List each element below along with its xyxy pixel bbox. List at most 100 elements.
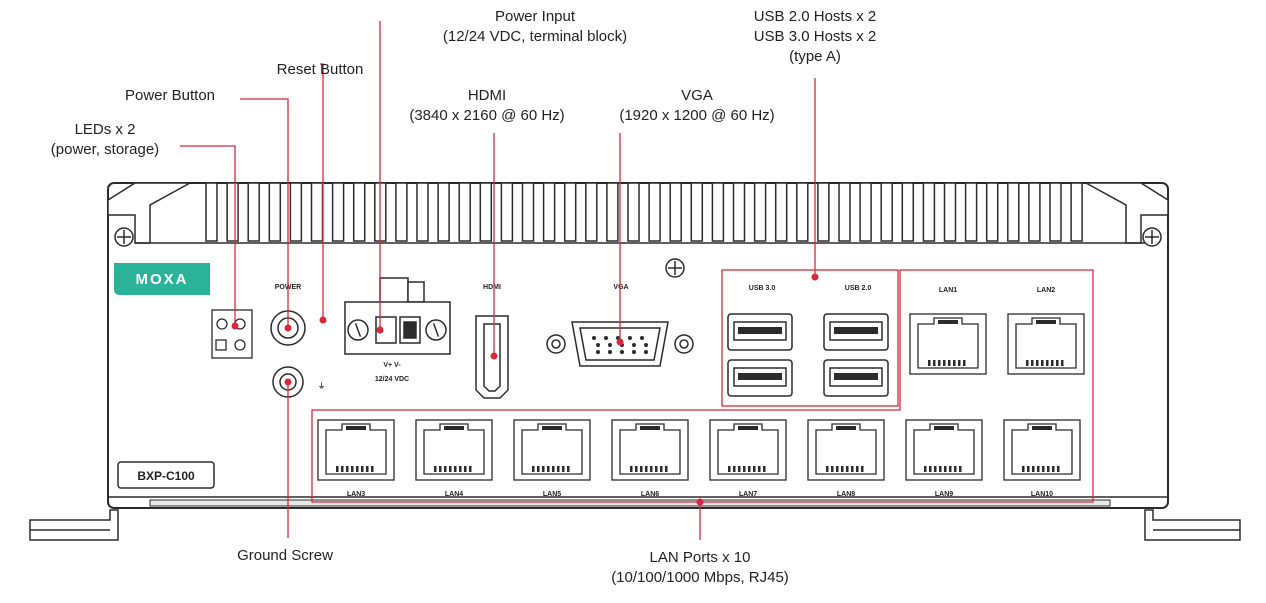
heatsink-fin [416,182,429,242]
heatsink-fin [247,182,260,242]
lan-port-4[interactable] [415,419,493,481]
usb20-label: USB 2.0 [845,285,872,292]
leds [211,309,253,359]
lan-port-5[interactable] [513,419,591,481]
lan-label: LAN3 [347,491,365,498]
heatsink-fin [690,182,704,242]
heatsink-fin [479,182,493,242]
vga-pin [604,336,608,340]
power-input-label-line1: Power Input [494,8,576,25]
terminal-voltage: 12/24 VDC [375,376,409,383]
power-terminal-block [344,277,451,355]
callout-hdmi: HDMI (3840 x 2160 @ 60 Hz) [382,86,592,126]
vga-pin [628,336,632,340]
lan-label: LAN7 [739,491,757,498]
callout-ground-screw: Ground Screw [210,546,360,566]
lan-port-10[interactable] [1003,419,1081,481]
lan-port-1[interactable] [909,313,987,375]
heatsink-fin [1070,182,1083,242]
vga-pin [640,336,644,340]
callout-dots [231,273,819,506]
heatsink-fin [985,182,999,242]
lan-label: LAN4 [445,491,463,498]
heatsink-fin [289,182,303,242]
callout-vga: VGA (1920 x 1200 @ 60 Hz) [592,86,802,126]
heatsink-fin [901,182,915,242]
callout-boxes [311,269,1094,503]
heatsink-fin [964,182,978,242]
callout-lan: LAN Ports x 10 (10/100/1000 Mbps, RJ45) [570,548,830,588]
svg-text:BXP-C100: BXP-C100 [137,469,195,483]
lan-callout-line2: (10/100/1000 Mbps, RJ45) [611,569,789,586]
heatsink-fin [859,182,872,242]
heatsink-fin [753,182,767,242]
vga-pin [608,343,612,347]
heatsink-fin [310,182,324,242]
heatsink-fin [205,182,218,242]
vga-pin [632,343,636,347]
center-screw-icon [665,258,685,278]
heatsink-fin [922,182,936,242]
callout-usb: USB 2.0 Hosts x 2 USB 3.0 Hosts x 2 (typ… [715,7,915,67]
lan-label: LAN1 [939,287,957,294]
heatsink-fin [1049,182,1062,242]
corner-screw-right-icon [1142,227,1162,247]
vga-pin [632,350,636,354]
heatsink-fin [563,182,577,242]
heatsink-fin [774,182,788,242]
mounting-bracket-right [1144,509,1241,541]
lan-label: LAN8 [837,491,855,498]
leds-label-line2: (power, storage) [50,141,160,158]
usb30-port-bottom[interactable] [727,359,793,397]
heatsink-fin [648,182,661,242]
heatsink-fins [107,182,1169,244]
heatsink-fin [331,182,345,242]
vga-pins [592,336,648,354]
heatsink-fin [669,182,682,242]
vga-label: VGA [613,284,628,291]
hdmi-callout-line2: (3840 x 2160 @ 60 Hz) [409,107,565,124]
heatsink-fin [943,182,957,242]
svg-text:MOXA: MOXA [136,271,189,288]
ground-symbol: ⏚ [318,382,325,390]
vga-callout-line2: (1920 x 1200 @ 60 Hz) [619,107,775,124]
heatsink-fin [711,182,725,242]
lan-port-9[interactable] [905,419,983,481]
usb20-port-top[interactable] [823,313,889,351]
lan-port-6[interactable] [611,419,689,481]
heatsink-fin [521,182,535,242]
usb-callout-line3: (type A) [789,48,841,65]
callout-leds: LEDs x 2 (power, storage) [30,120,180,160]
moxa-logo: MOXA [114,263,210,295]
vga-callout-line1: VGA [681,87,713,104]
vga-pin [592,336,596,340]
heatsink-fin [1007,182,1020,242]
terminal-polarity: V+ V- [383,362,401,369]
heatsink-fin [1028,182,1041,242]
heatsink-fin [437,182,450,242]
lan-callout-line1: LAN Ports x 10 [649,549,751,566]
corner-screw-left-icon [114,227,134,247]
usb-callout-line2: USB 3.0 Hosts x 2 [753,28,877,45]
heatsink-fin [627,182,640,242]
heatsink-fin [268,182,282,242]
model-plate: BXP-C100 [117,461,215,489]
usb30-port-top[interactable] [727,313,793,351]
lan-port-2[interactable] [1007,313,1085,375]
lan-port-7[interactable] [709,419,787,481]
heatsink-fin [458,182,471,242]
vga-pin [644,350,648,354]
vga-pin [620,350,624,354]
heatsink-fin [838,182,851,242]
vga-pin [644,343,648,347]
mounting-bracket-left [29,509,119,541]
usb20-port-bottom[interactable] [823,359,889,397]
lan-label: LAN10 [1031,491,1053,498]
lan-port-8[interactable] [807,419,885,481]
vga-pin [608,350,612,354]
callout-power-input: Power Input (12/24 VDC, terminal block) [400,7,670,47]
heatsink-fin [500,182,514,242]
lan-port-3[interactable] [317,419,395,481]
heatsink-fin [817,182,830,242]
power-button-label: Power Button [124,87,216,104]
